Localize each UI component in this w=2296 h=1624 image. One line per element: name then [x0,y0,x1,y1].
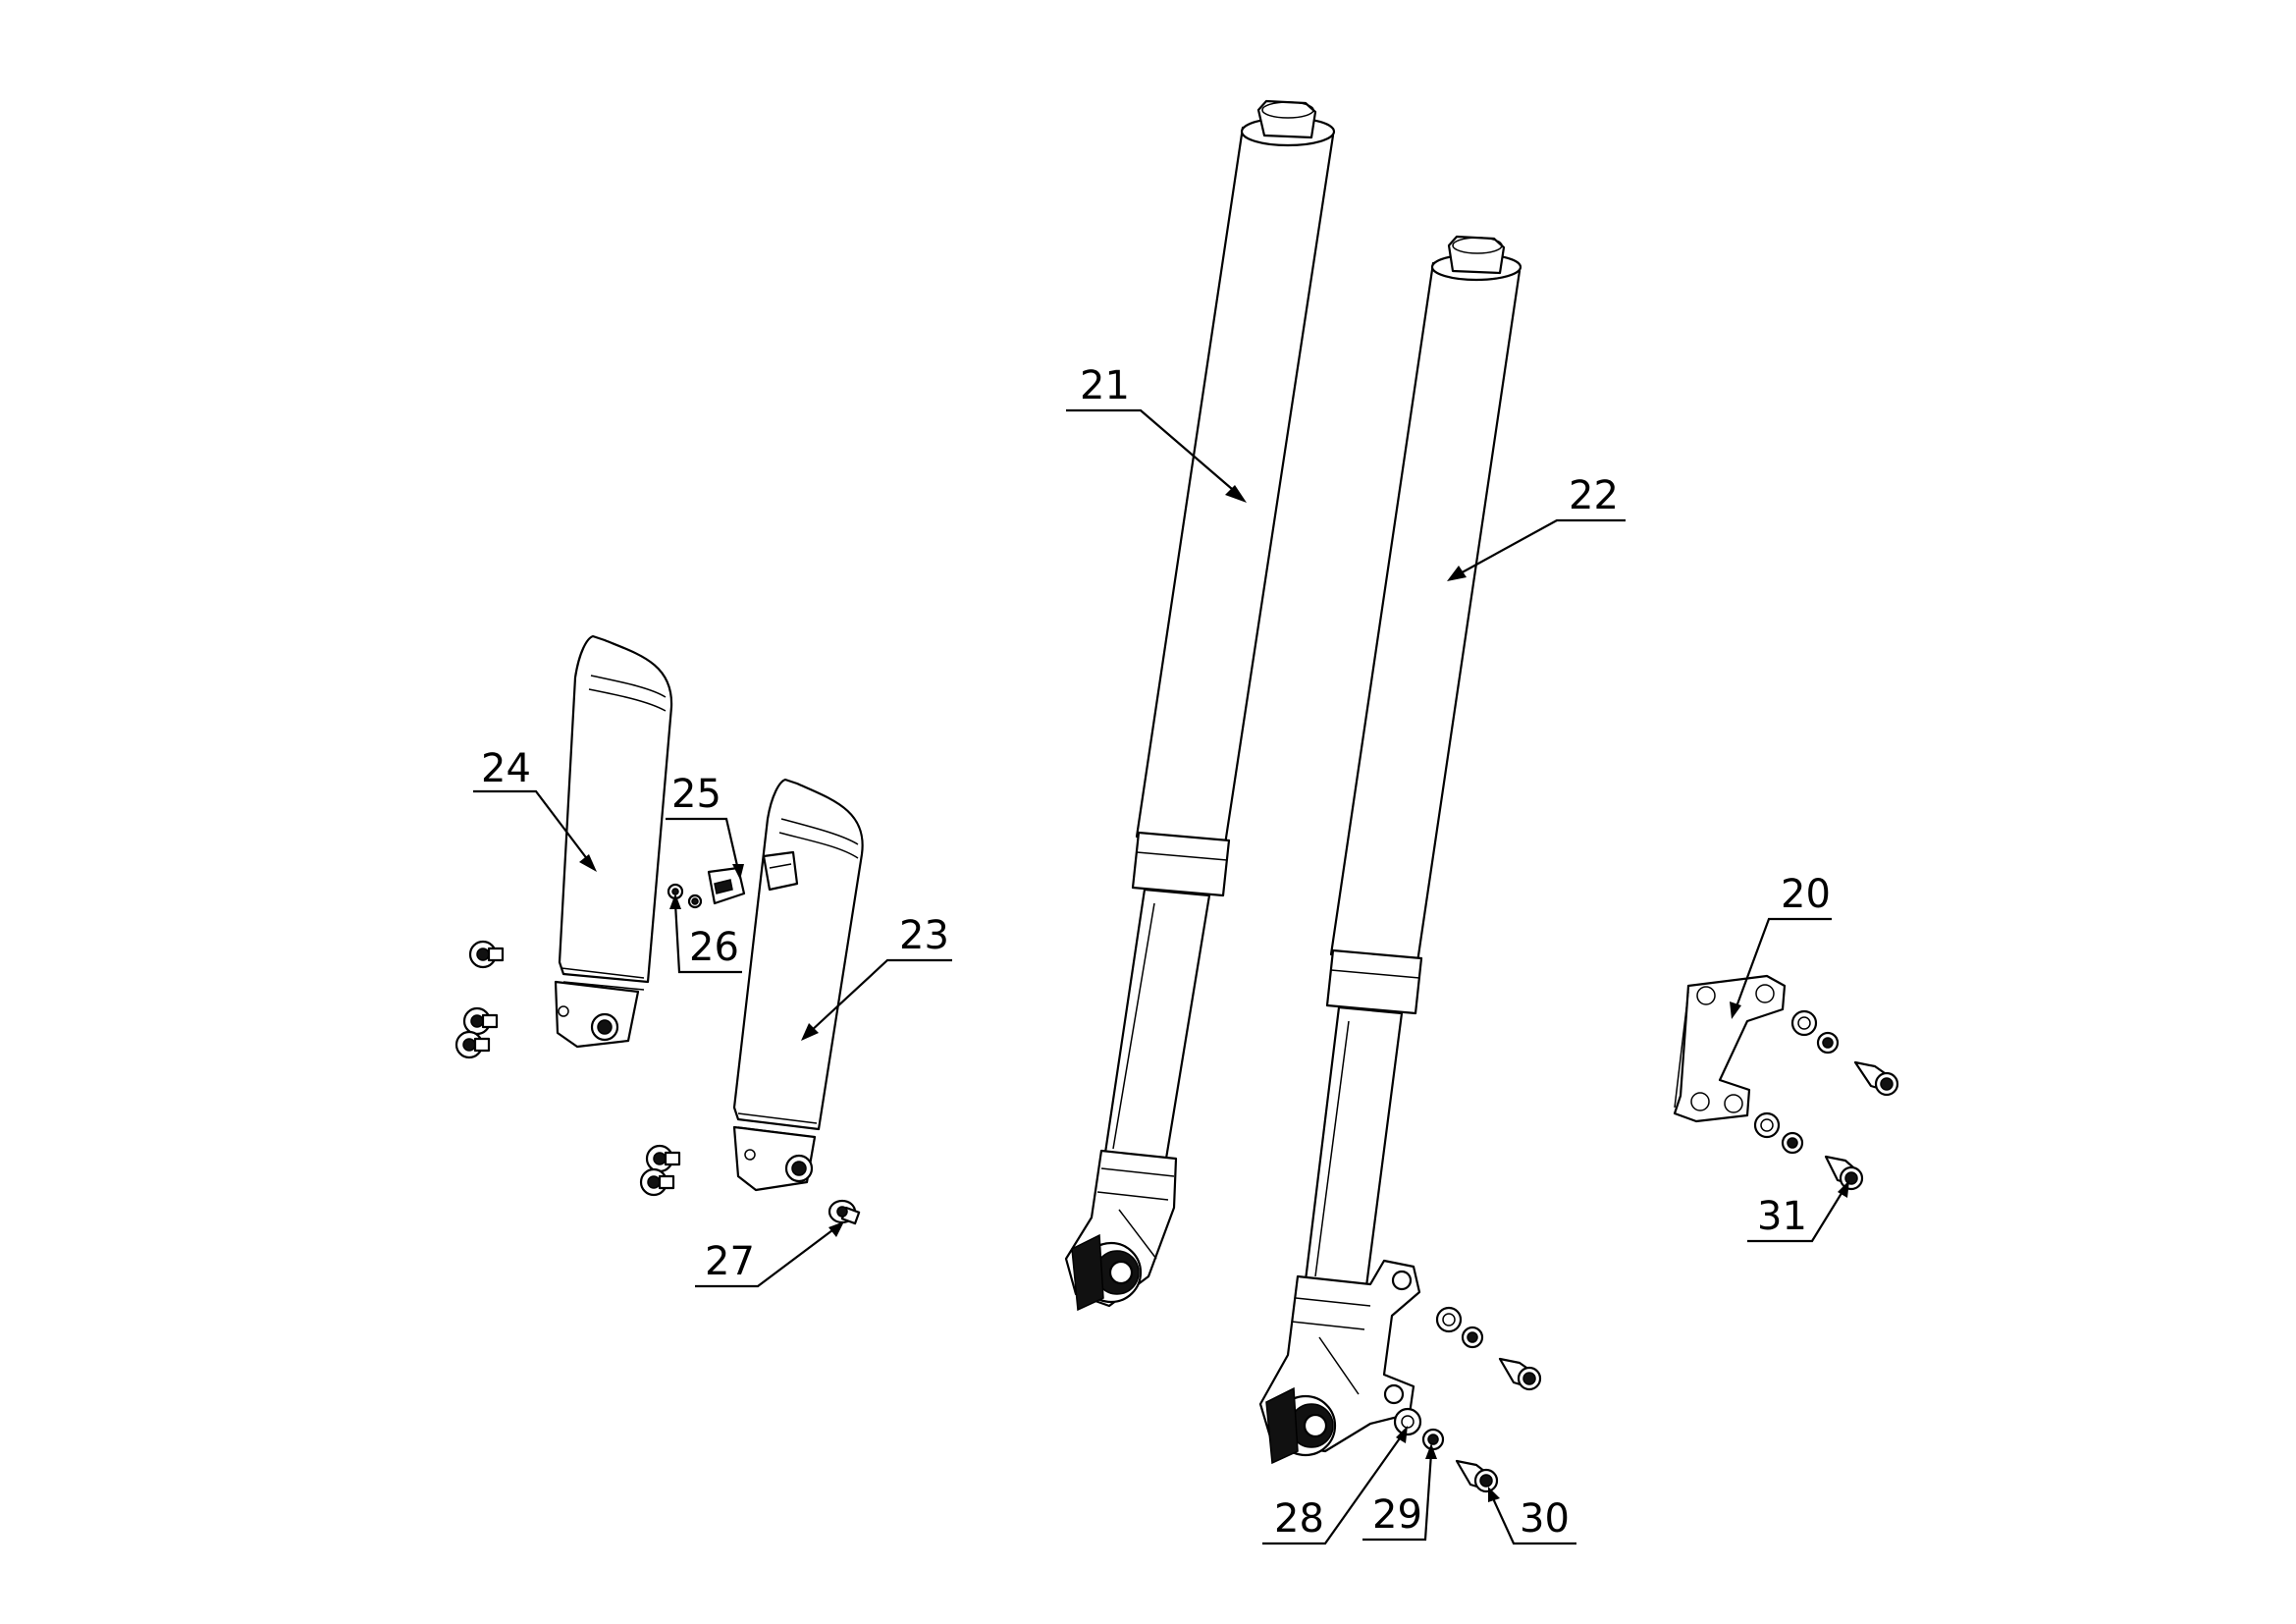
clip-25 [707,850,799,905]
callout-24: 24 [473,746,597,872]
fork-leg-21 [1064,99,1336,1312]
callout-30: 30 [1488,1487,1576,1545]
callout-26: 26 [669,893,742,974]
screw-26 [667,883,703,909]
callout-23: 23 [801,913,952,1041]
callout-label-21: 21 [1080,363,1130,408]
callout-20: 20 [1730,872,1832,1019]
callout-29: 29 [1362,1443,1437,1542]
fork-guard-23 [732,778,864,1192]
callout-28: 28 [1262,1426,1408,1545]
bolt-30 [1455,1459,1499,1493]
callout-label-20: 20 [1781,872,1831,917]
callout-label-22: 22 [1569,473,1619,518]
fork-guard-24 [554,634,673,1049]
callout-label-26: 26 [689,925,739,970]
callout-label-31: 31 [1757,1194,1807,1239]
callout-label-28: 28 [1274,1496,1324,1542]
callout-label-30: 30 [1520,1496,1570,1542]
guard-bolts-middle [639,1144,681,1197]
callout-label-27: 27 [705,1239,755,1284]
fork-hardware-upper [1435,1306,1542,1391]
bracket-hardware-lower [1753,1111,1864,1191]
callout-25: 25 [666,772,744,880]
bracket-hardware-upper [1790,1009,1899,1097]
washer-28 [1393,1407,1422,1436]
callout-21: 21 [1066,363,1247,503]
callout-label-23: 23 [899,913,949,958]
callout-27: 27 [695,1221,844,1288]
callout-22: 22 [1447,473,1626,581]
guard-bolts-left [454,940,505,1059]
callout-label-24: 24 [481,746,531,791]
callout-31: 31 [1747,1180,1849,1243]
fork-leg-22 [1258,235,1522,1465]
caliper-bracket-20 [1673,974,1787,1123]
washer-29 [1421,1428,1445,1451]
bolt-27 [828,1199,861,1225]
callout-label-29: 29 [1372,1492,1422,1538]
callout-label-25: 25 [671,772,721,817]
